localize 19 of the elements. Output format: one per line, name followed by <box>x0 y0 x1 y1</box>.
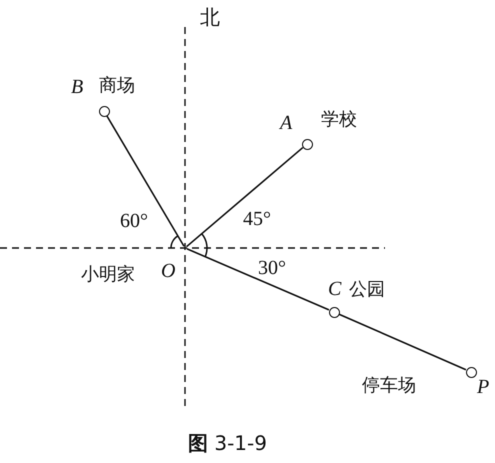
place-name: 小明家 <box>81 264 135 286</box>
place-name: 学校 <box>321 109 357 131</box>
line-segment <box>186 146 304 248</box>
line-segment <box>186 248 330 311</box>
point-letter: O <box>161 260 176 282</box>
place-name: 停车场 <box>362 375 416 397</box>
point-letter: C <box>328 278 342 300</box>
angle-label: 30° <box>258 257 286 279</box>
point-letter: B <box>71 76 84 98</box>
figure-caption: 图 3-1-9 <box>188 432 267 454</box>
angle-label: 60° <box>120 210 148 232</box>
place-name: 商场 <box>99 75 135 97</box>
line-segment <box>338 313 466 371</box>
line-segment <box>106 115 185 247</box>
angle-label: 45° <box>243 208 271 230</box>
direction-label: 北 <box>200 6 220 28</box>
point-letter: P <box>477 376 490 398</box>
place-name: 公园 <box>349 279 385 301</box>
point-letter: A <box>280 112 292 134</box>
